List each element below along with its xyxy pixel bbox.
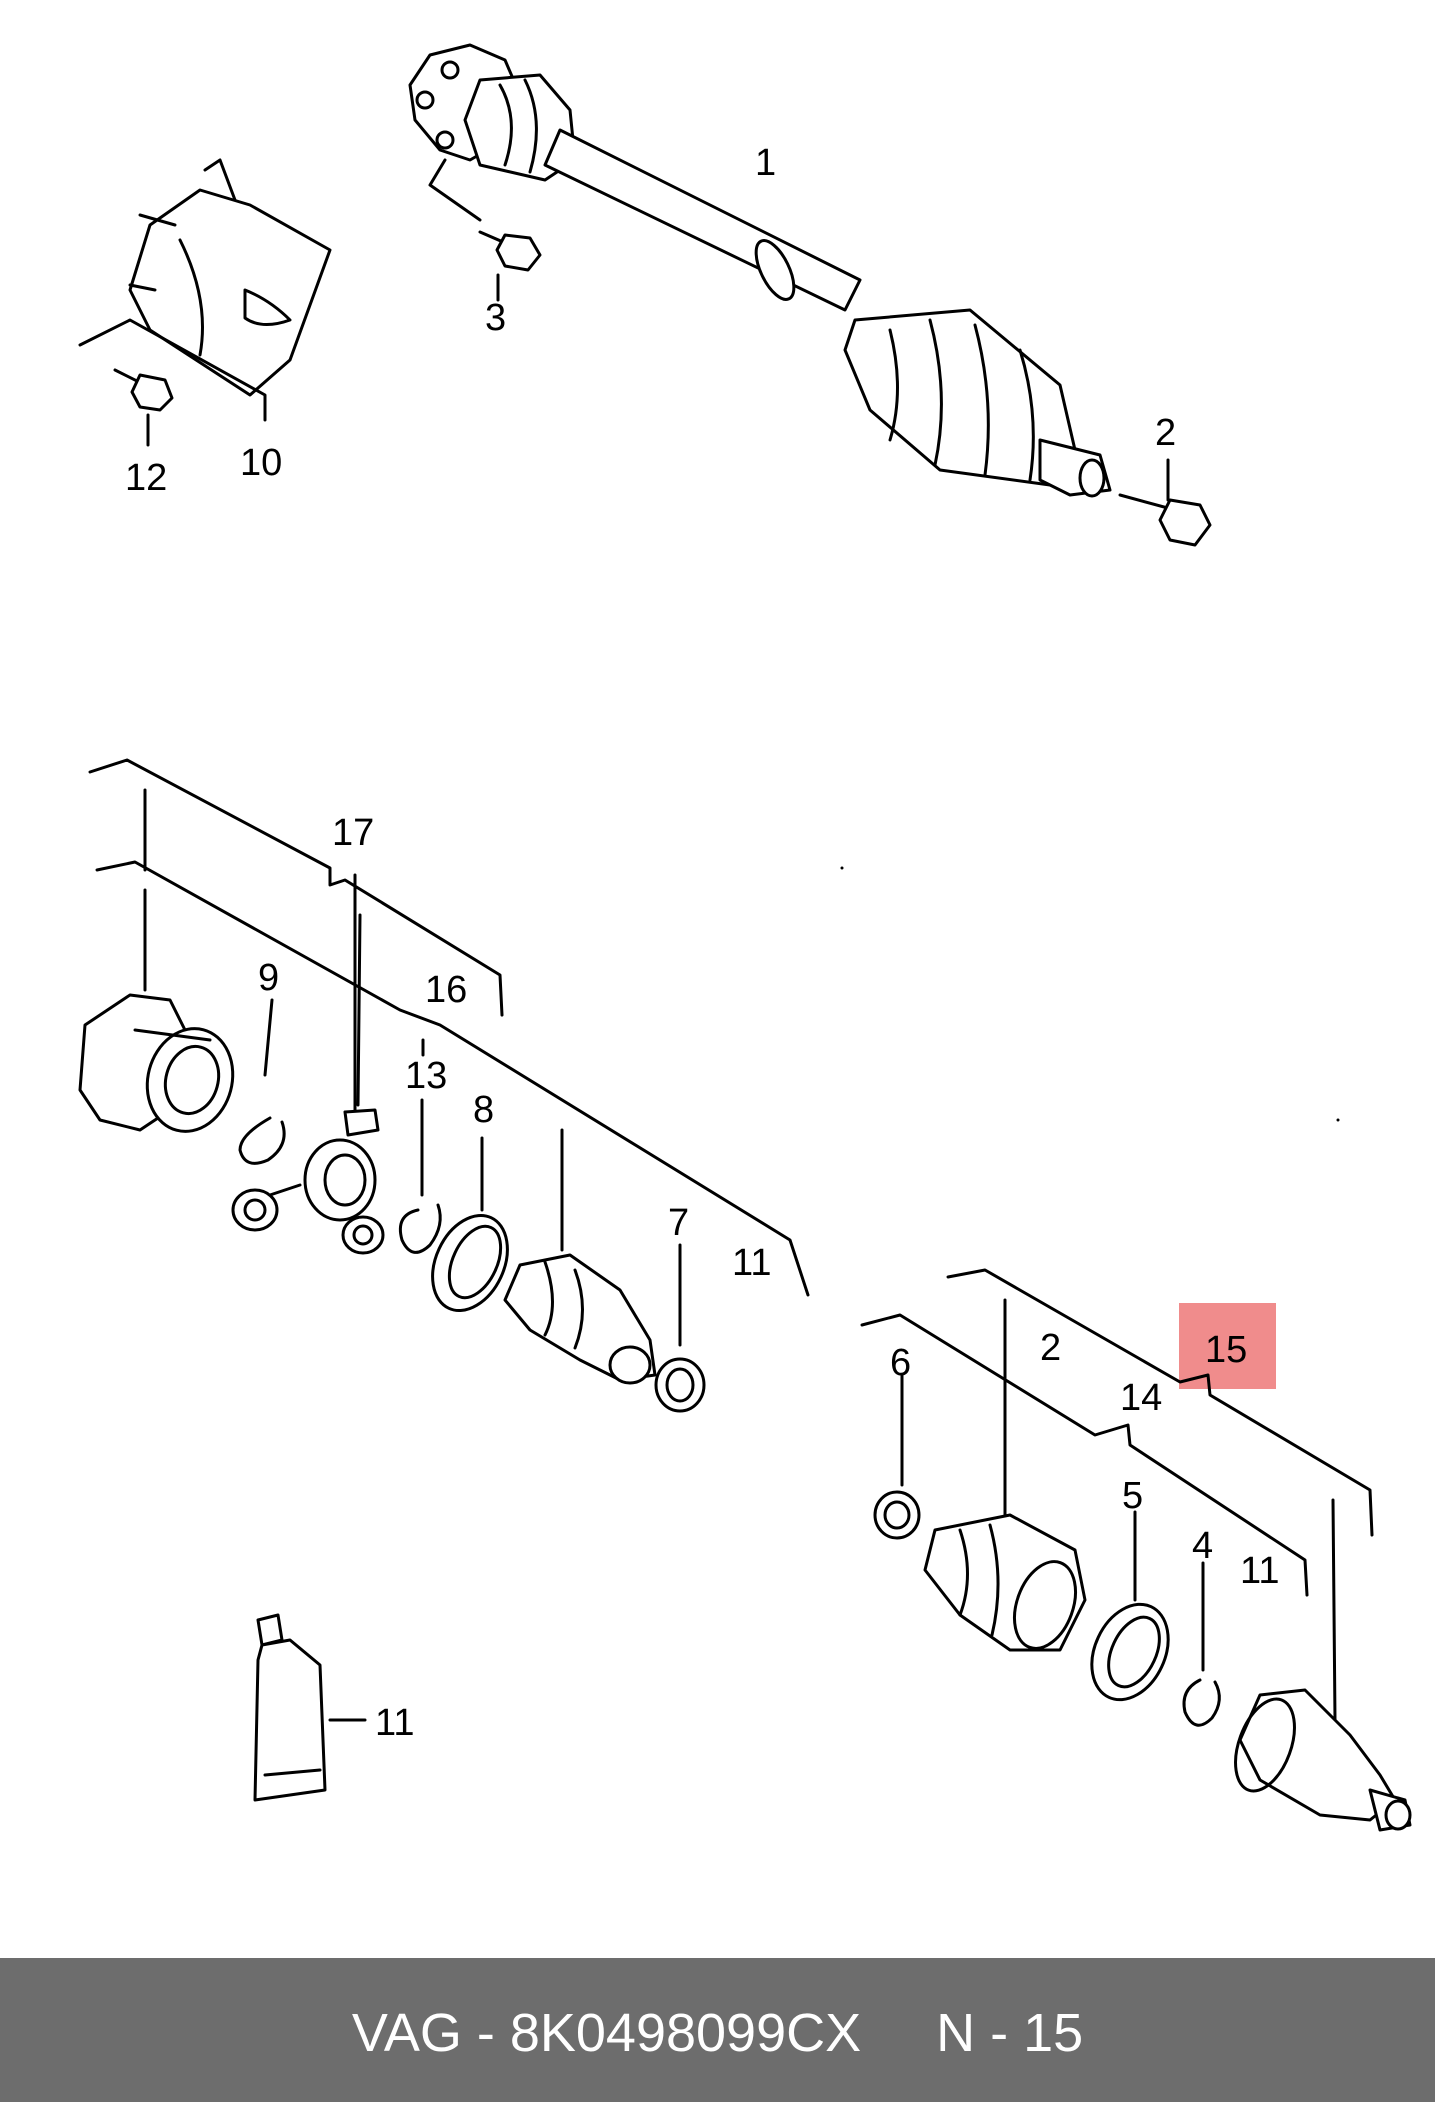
circlip-4 xyxy=(1182,1561,1221,1727)
outer-cv-joint xyxy=(1234,1688,1412,1832)
callout-10: 10 xyxy=(240,442,282,484)
callout-4: 4 xyxy=(1192,1525,1213,1567)
callout-8: 8 xyxy=(473,1089,494,1131)
callout-3: 3 xyxy=(485,297,506,339)
bolt-2 xyxy=(1118,458,1212,547)
drive-shaft-assembly xyxy=(408,43,1112,498)
callout-1: 1 xyxy=(755,142,776,184)
callout-16: 16 xyxy=(425,969,467,1011)
heat-shield-10 xyxy=(78,158,332,422)
clamp-6 xyxy=(873,1373,921,1540)
callout-5: 5 xyxy=(1122,1475,1143,1517)
bracket-17 xyxy=(88,758,504,1112)
callout-6: 6 xyxy=(890,1342,911,1384)
callout-2-b: 2 xyxy=(1040,1327,1061,1369)
exploded-parts-diagram: 1 2 3 10 12 17 16 9 13 8 7 11 6 2 15 14 … xyxy=(78,43,1412,1832)
cv-boot-outer xyxy=(923,1398,1087,1652)
callout-11-c: 11 xyxy=(375,1702,414,1744)
callout-13: 13 xyxy=(405,1055,447,1097)
callout-14: 14 xyxy=(1120,1377,1162,1419)
callout-17: 17 xyxy=(332,812,374,854)
callout-12: 12 xyxy=(125,457,167,499)
callout-11-b: 11 xyxy=(1240,1550,1279,1592)
circlip-9 xyxy=(238,998,286,1165)
clamp-8 xyxy=(431,1136,509,1313)
circlip-13 xyxy=(398,1098,442,1254)
bracket-16 xyxy=(95,860,810,1297)
callout-15: 15 xyxy=(1205,1329,1247,1371)
bracket-14 xyxy=(860,1298,1337,1722)
highlighted-callout-box xyxy=(1179,1303,1276,1389)
cv-joint-housing xyxy=(78,993,235,1133)
callout-11-a: 11 xyxy=(732,1242,771,1284)
cv-joint-internals xyxy=(231,913,385,1255)
callout-7: 7 xyxy=(668,1202,689,1244)
bolt-12 xyxy=(113,368,174,447)
callout-9: 9 xyxy=(258,957,279,999)
cv-boot-inner xyxy=(503,1128,657,1385)
grease-tube xyxy=(253,1613,367,1802)
bolt-3 xyxy=(428,158,542,302)
clamp-7 xyxy=(654,1243,706,1413)
part-number-caption: VAG - 8K0498099CX N - 15 xyxy=(351,2003,1084,2063)
bracket-15 xyxy=(946,1268,1374,1537)
clamp-5 xyxy=(1090,1510,1170,1702)
footer-bar: VAG - 8K0498099CX N - 15 xyxy=(0,1958,1435,2102)
callout-2-top: 2 xyxy=(1155,412,1176,454)
